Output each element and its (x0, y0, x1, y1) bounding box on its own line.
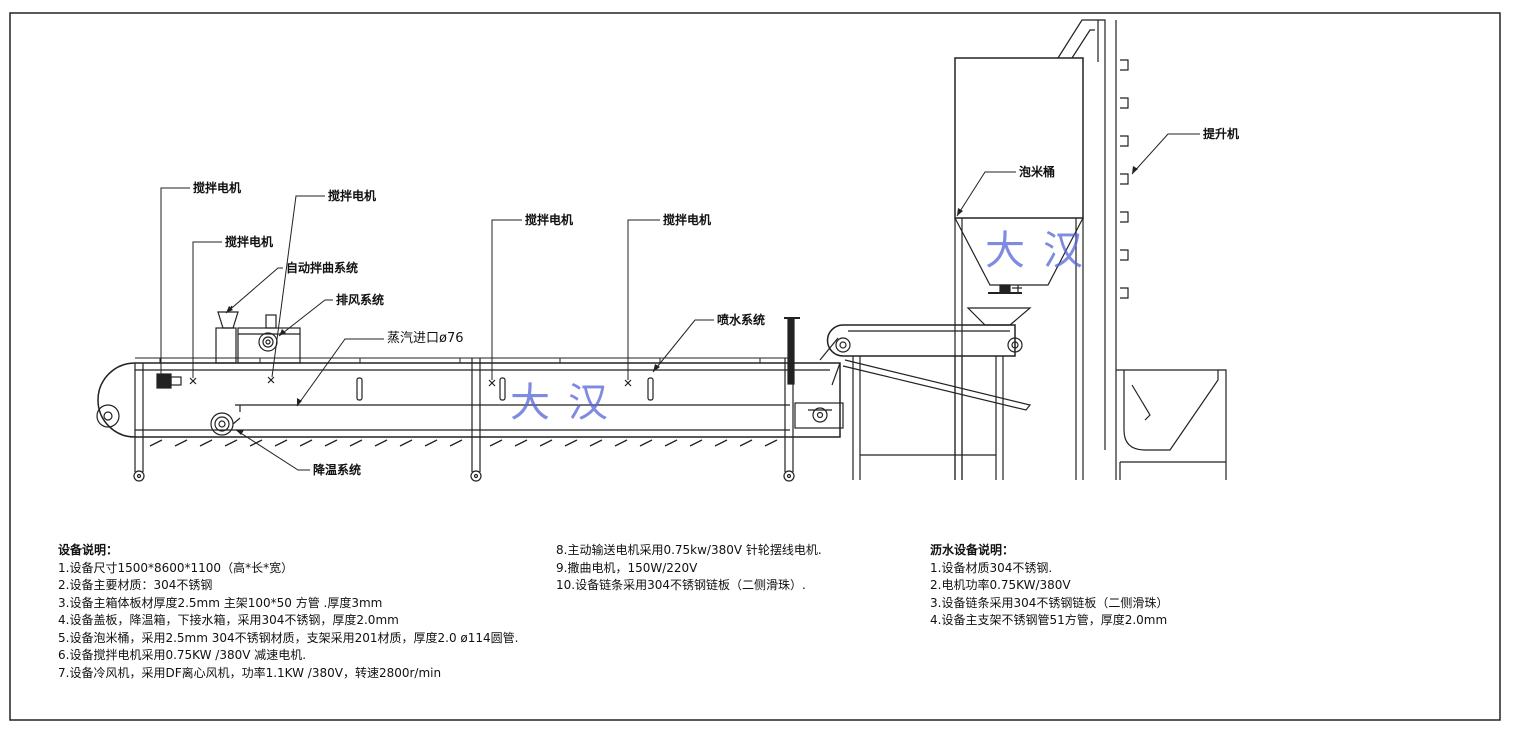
note-item: 2.电机功率0.75KW/380V (930, 578, 1071, 592)
label-motor-4: 搅拌电机 (525, 213, 574, 227)
notes-middle: 8.主动输送电机采用0.75kw/380V 针轮摆线电机. 9.撒曲电机，150… (556, 542, 822, 595)
note-item: 1.设备尺寸1500*8600*1100（高*长*宽） (58, 560, 294, 575)
note-item: 7.设备冷风机，采用DF离心风机，功率1.1KW /380V，转速2800r/m… (58, 665, 442, 680)
label-spray: 喷水系统 (717, 313, 766, 327)
notes-right-title: 沥水设备说明： (930, 543, 1015, 557)
soak-tank (954, 57, 1084, 480)
exhaust-unit (237, 314, 301, 364)
main-conveyor (96, 317, 844, 482)
note-item: 3.设备链条采用304不锈钢链板（二侧滑珠） (930, 595, 1169, 610)
auto-mix-hopper (215, 305, 239, 364)
label-motor-3: 搅拌电机 (328, 189, 377, 203)
note-item: 10.设备链条采用304不锈钢链板（二侧滑珠）. (556, 578, 806, 592)
note-item: 5.设备泡米桶，采用2.5mm 304不锈钢材质，支架采用201材质，厚度2.0… (58, 630, 519, 645)
note-item: 4.设备盖板，降温箱，下接水箱，采用304不锈钢，厚度2.0mm (58, 613, 399, 627)
notes-left: 设备说明： 1.设备尺寸1500*8600*1100（高*长*宽） 2.设备主要… (58, 542, 519, 682)
motor-box-left (156, 373, 172, 389)
label-elevator: 提升机 (1203, 127, 1240, 141)
note-item: 3.设备主箱体板材厚度2.5mm 主架100*50 方管 .厚度3mm (58, 595, 383, 610)
label-auto-mix: 自动拌曲系统 (286, 261, 359, 275)
note-item: 8.主动输送电机采用0.75kw/380V 针轮摆线电机. (556, 543, 822, 557)
notes-right: 沥水设备说明： 1.设备材质304不锈钢. 2.电机功率0.75KW/380V … (930, 542, 1168, 630)
elevator (1057, 19, 1227, 480)
label-exhaust: 排风系统 (336, 293, 385, 307)
note-item: 4.设备主支架不锈钢管51方管，厚度2.0mm (930, 613, 1168, 627)
note-item: 1.设备材质304不锈钢. (930, 560, 1053, 575)
watermark-main: 大汉 (510, 380, 626, 426)
note-item: 2.设备主要材质：304不锈钢 (58, 578, 213, 592)
watermark-tank: 大汉 (985, 228, 1101, 274)
label-motor-2: 搅拌电机 (225, 235, 274, 249)
label-motor-1: 搅拌电机 (193, 181, 242, 195)
label-motor-5: 搅拌电机 (663, 213, 712, 227)
label-steam-inlet: 蒸汽进口ø76 (387, 331, 464, 346)
drawing-border (9, 12, 1501, 721)
label-soak-tank: 泡米桶 (1019, 165, 1056, 179)
cooling-fan (210, 412, 241, 436)
note-item: 6.设备搅拌电机采用0.75KW /380V 减速电机. (58, 648, 307, 662)
notes-left-title: 设备说明： (58, 543, 119, 557)
note-item: 9.撒曲电机，150W/220V (556, 560, 698, 575)
drain-conveyor (819, 324, 1032, 480)
label-cooling: 降温系统 (313, 463, 362, 477)
